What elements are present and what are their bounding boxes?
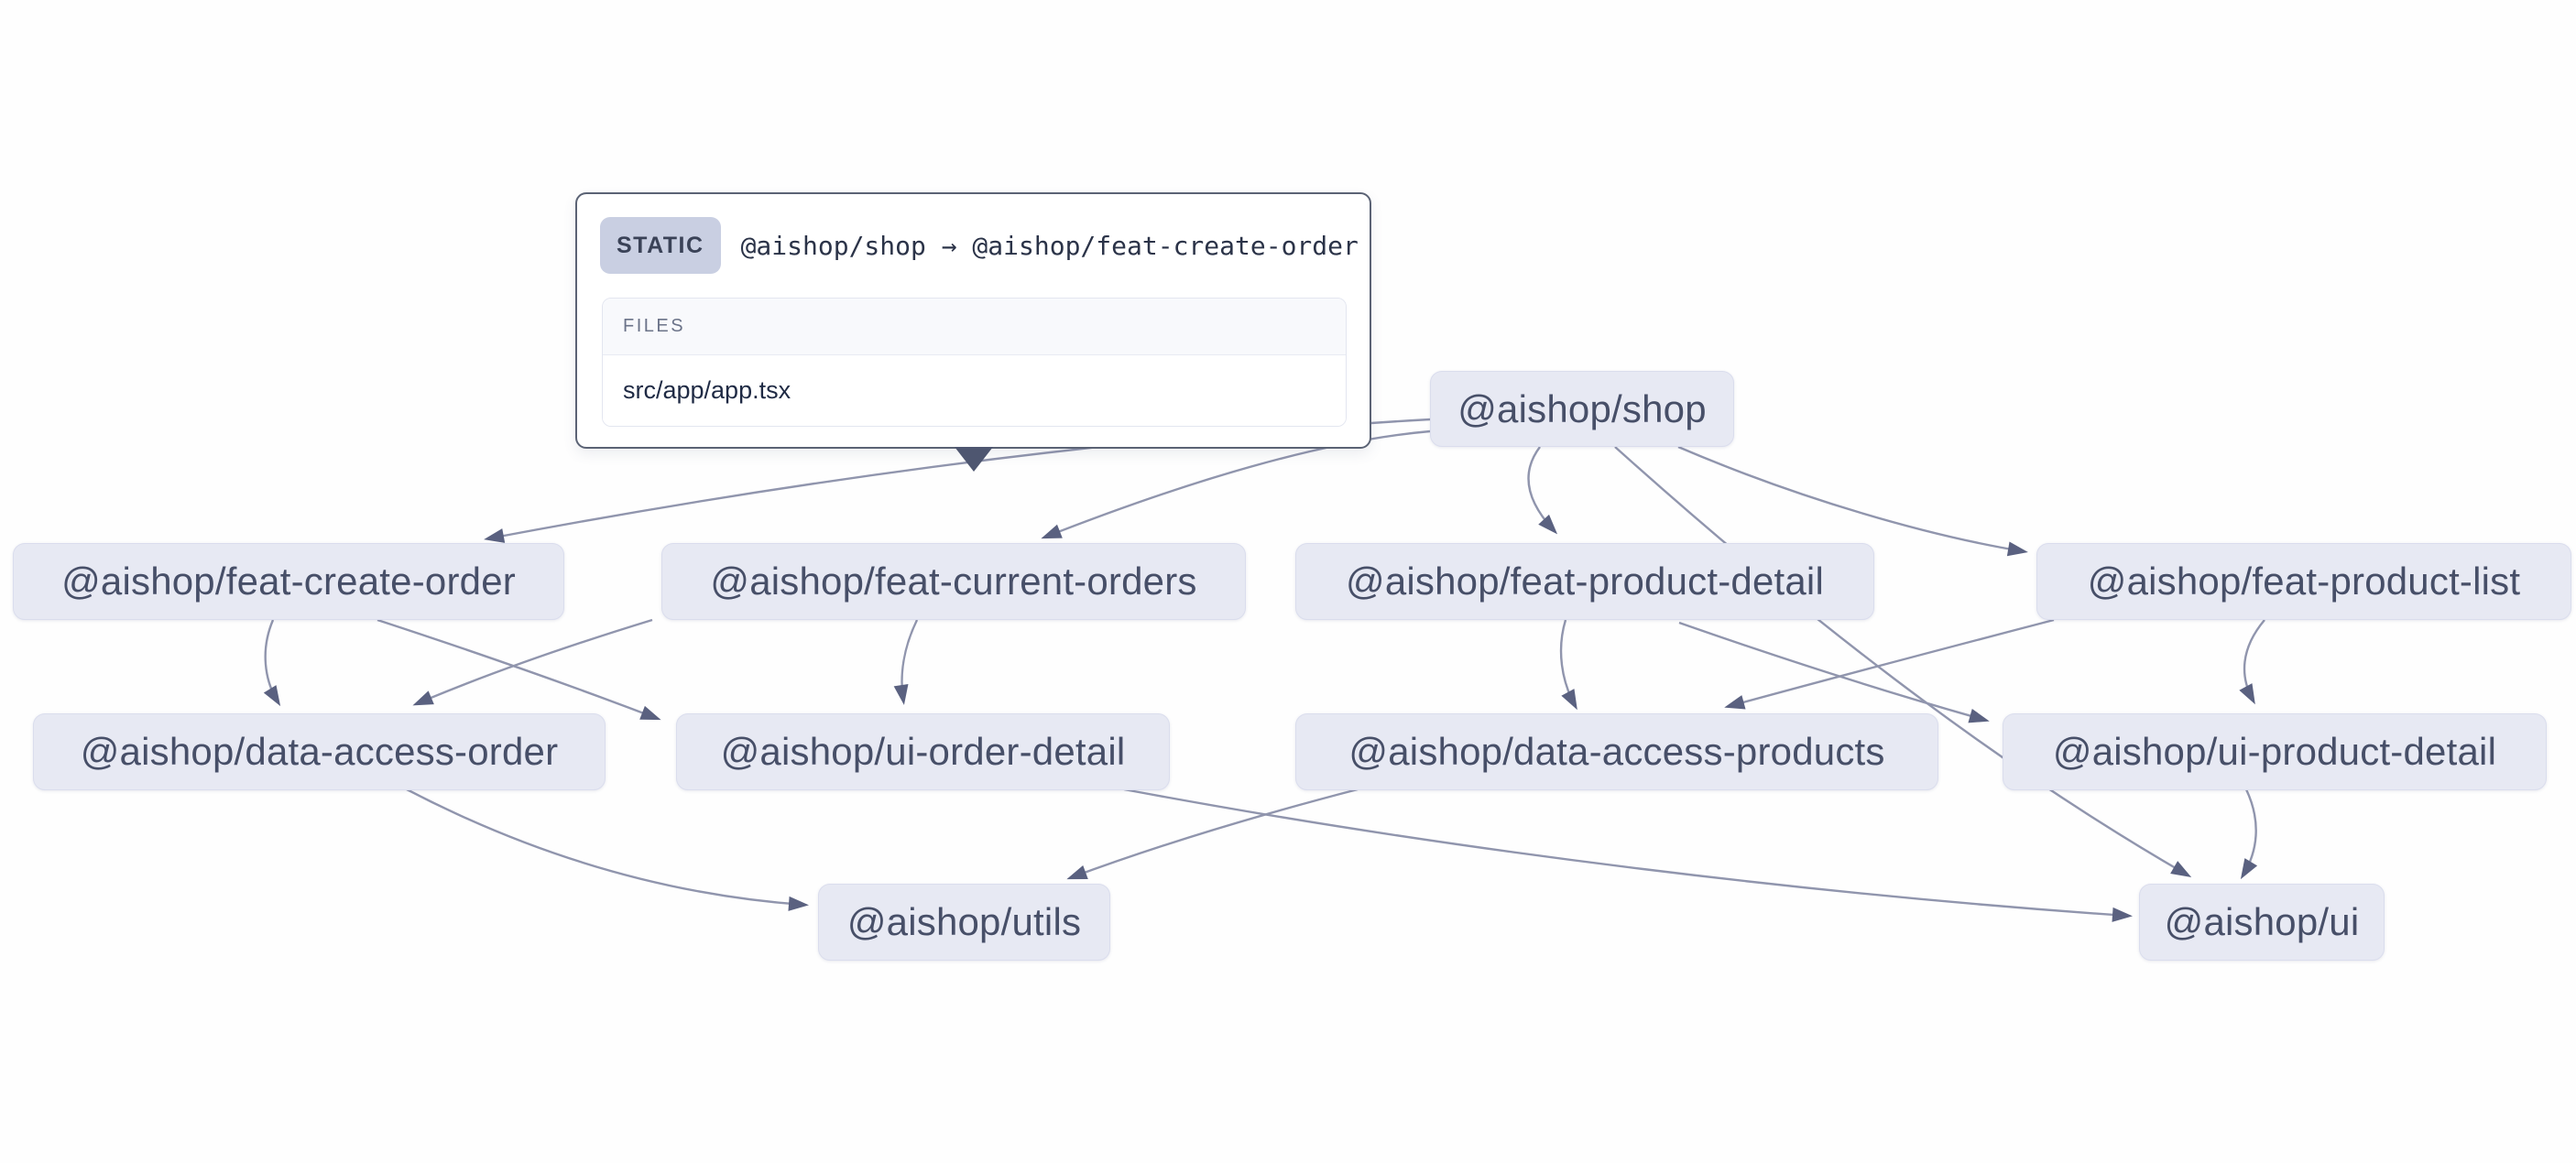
node-label: @aishop/ui-product-detail [2052, 730, 2497, 773]
files-box: FILES src/app/app.tsx [602, 298, 1347, 427]
node-label: @aishop/feat-current-orders [710, 560, 1197, 603]
node-label: @aishop/feat-create-order [61, 560, 516, 603]
graph-node-feat-product-list[interactable]: @aishop/feat-product-list [2036, 543, 2571, 620]
graph-node-ui-order-detail[interactable]: @aishop/ui-order-detail [676, 713, 1170, 790]
edge-feat-product-detail-to-ui-product-detail[interactable] [1678, 621, 1990, 723]
node-label: @aishop/ui [2164, 900, 2360, 943]
edge-feat-current-orders-to-ui-order-detail[interactable] [893, 619, 919, 705]
tooltip-header: STATIC @aishop/shop → @aishop/feat-creat… [577, 194, 1370, 274]
edge-shop-to-feat-product-list[interactable] [1677, 445, 2028, 557]
edge-data-access-products-to-utils[interactable] [1066, 788, 1359, 880]
node-label: @aishop/feat-product-list [2087, 560, 2521, 603]
edge-feat-create-order-to-ui-order-detail[interactable] [377, 618, 661, 721]
edge-shop-to-ui[interactable] [1614, 446, 2192, 877]
graph-node-feat-product-detail[interactable]: @aishop/feat-product-detail [1295, 543, 1874, 620]
edge-shop-to-feat-current-orders[interactable] [1041, 429, 1431, 539]
edge-ui-order-detail-to-ui[interactable] [1123, 788, 2133, 922]
edge-feat-product-list-to-data-access-products[interactable] [1724, 618, 2055, 710]
edge-shop-to-feat-product-detail[interactable] [1527, 446, 1558, 535]
graph-node-data-access-products[interactable]: @aishop/data-access-products [1295, 713, 1938, 790]
node-label: @aishop/data-access-products [1348, 730, 1885, 773]
edge-feat-current-orders-to-data-access-order[interactable] [412, 618, 653, 706]
tooltip-caret [955, 447, 993, 472]
edge-feat-create-order-to-data-access-order[interactable] [263, 619, 281, 707]
files-header: FILES [603, 299, 1346, 355]
edge-ui-product-detail-to-ui[interactable] [2240, 788, 2258, 880]
file-row[interactable]: src/app/app.tsx [603, 355, 1346, 426]
edge-feat-product-list-to-ui-product-detail[interactable] [2239, 619, 2265, 705]
edge-feat-product-detail-to-data-access-products[interactable] [1559, 619, 1577, 711]
node-label: @aishop/feat-product-detail [1346, 560, 1824, 603]
edge-tooltip: STATIC @aishop/shop → @aishop/feat-creat… [575, 192, 1371, 449]
graph-node-utils[interactable]: @aishop/utils [818, 884, 1110, 961]
graph-node-ui[interactable]: @aishop/ui [2139, 884, 2385, 961]
graph-node-shop[interactable]: @aishop/shop [1430, 371, 1734, 447]
graph-node-ui-product-detail[interactable]: @aishop/ui-product-detail [2003, 713, 2547, 790]
edge-type-badge: STATIC [600, 217, 721, 274]
node-label: @aishop/data-access-order [80, 730, 559, 773]
node-label: @aishop/utils [846, 900, 1082, 943]
graph-node-feat-current-orders[interactable]: @aishop/feat-current-orders [661, 543, 1246, 620]
graph-node-feat-create-order[interactable]: @aishop/feat-create-order [13, 543, 564, 620]
graph-node-data-access-order[interactable]: @aishop/data-access-order [33, 713, 606, 790]
edge-label: @aishop/shop → @aishop/feat-create-order [740, 230, 1359, 261]
node-label: @aishop/ui-order-detail [720, 730, 1126, 773]
edge-data-access-order-to-utils[interactable] [406, 788, 809, 911]
node-label: @aishop/shop [1457, 386, 1707, 430]
